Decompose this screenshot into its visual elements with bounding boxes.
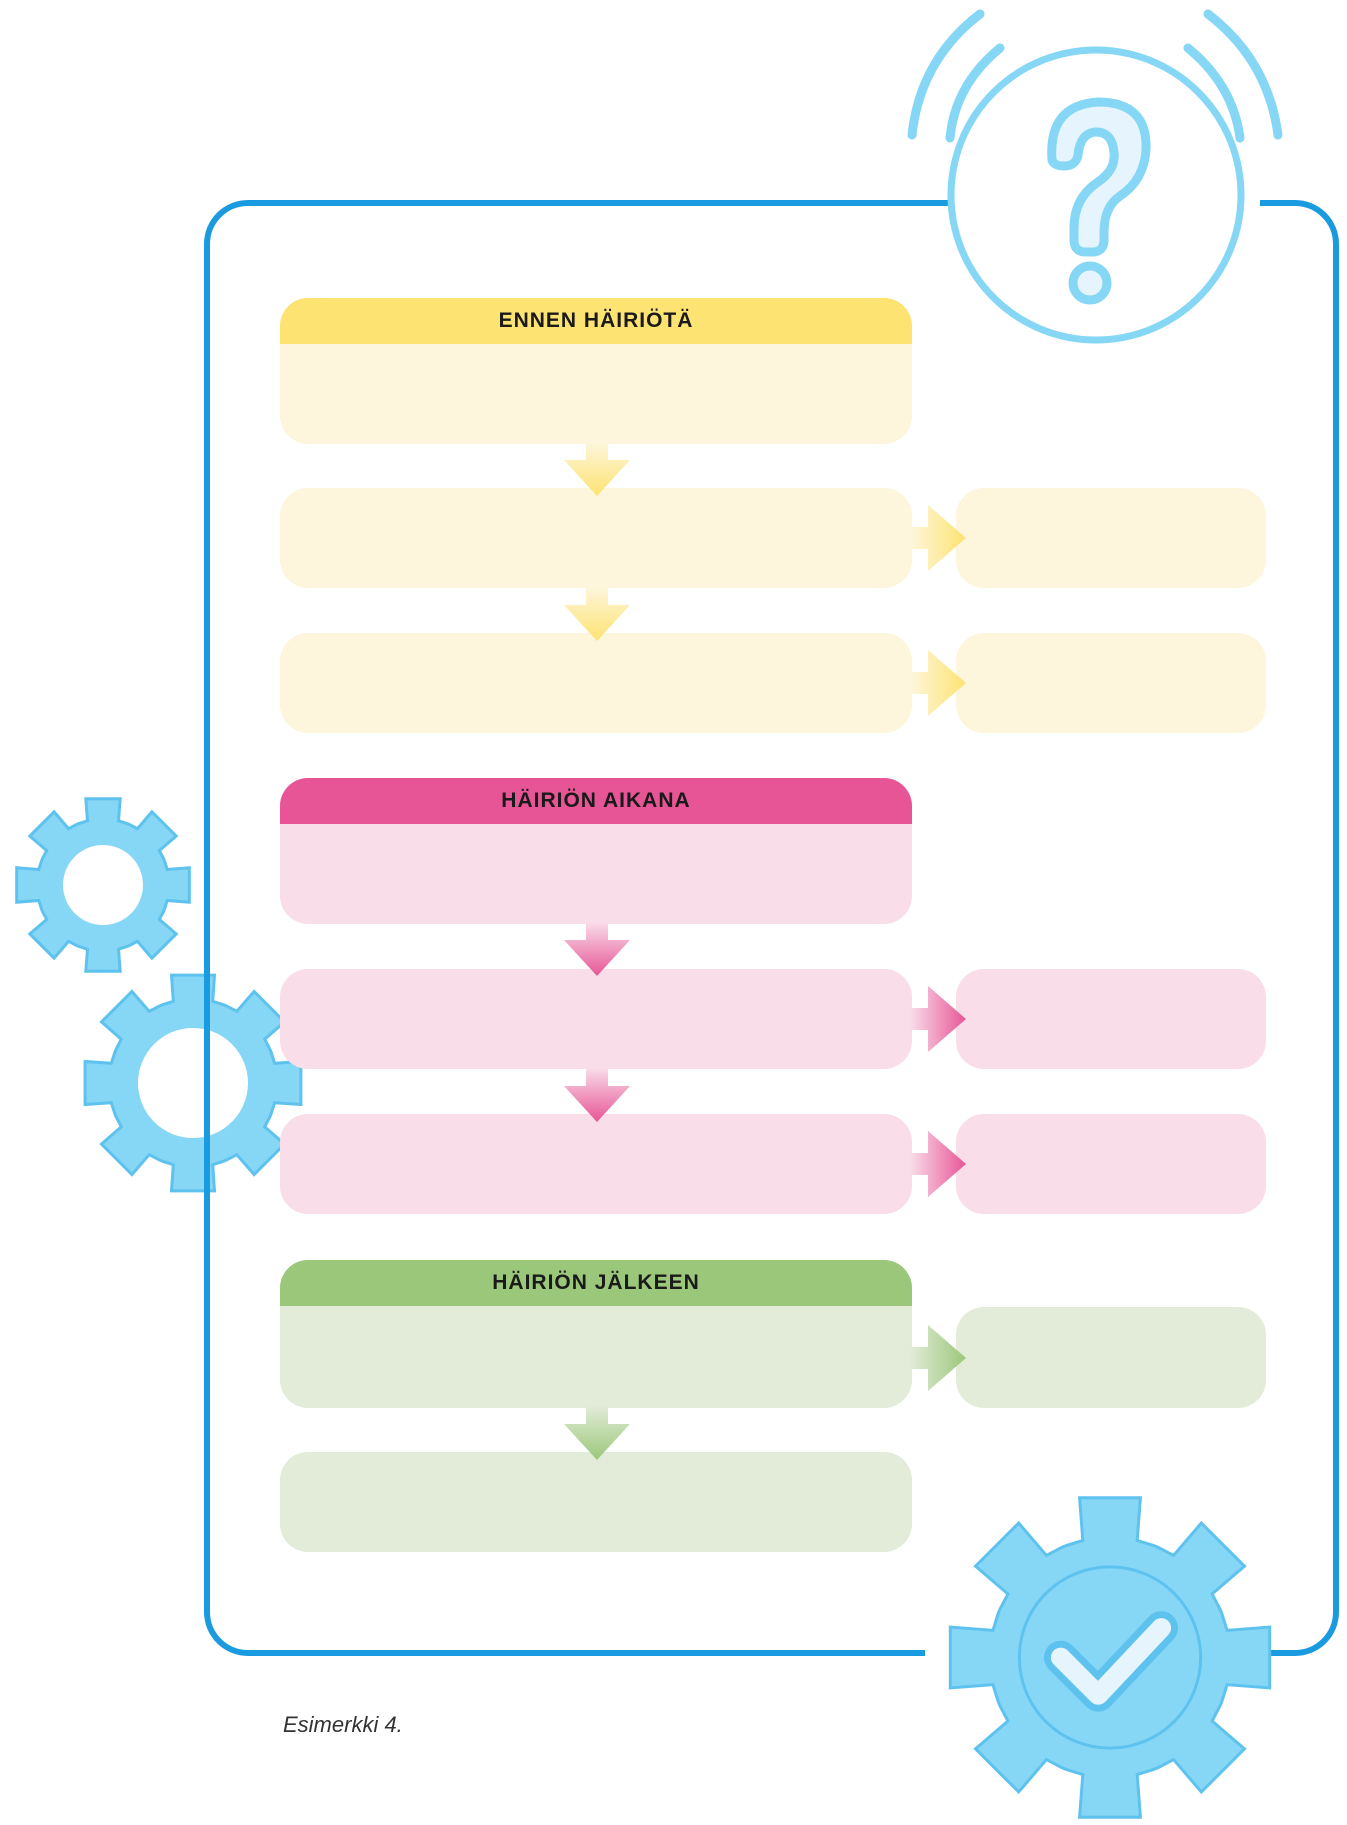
question-bubble-icon	[907, 9, 1283, 344]
figure-caption: Esimerkki 4.	[283, 1712, 403, 1737]
section-before-header-box: ENNEN HÄIRIÖTÄ	[280, 298, 912, 444]
down-arrow-icon	[564, 442, 630, 496]
right-arrow-icon	[910, 1131, 966, 1197]
before-step-2	[280, 488, 912, 588]
during-step-2	[280, 969, 912, 1069]
section-during-header-box: HÄIRIÖN AIKANA	[280, 778, 912, 924]
before-step-2-side	[956, 488, 1266, 588]
right-arrow-icon	[910, 505, 966, 571]
down-arrow-icon	[564, 922, 630, 976]
section-after-title: HÄIRIÖN JÄLKEEN	[280, 1260, 912, 1306]
down-arrow-icon	[564, 1406, 630, 1460]
section-during-title: HÄIRIÖN AIKANA	[280, 778, 912, 824]
small-gear-icon	[15, 797, 191, 973]
after-step-2	[280, 1452, 912, 1552]
section-before-title: ENNEN HÄIRIÖTÄ	[280, 298, 912, 344]
during-step-3	[280, 1114, 912, 1214]
right-arrow-icon	[910, 986, 966, 1052]
medium-gear-icon	[83, 973, 303, 1193]
during-step-3-side	[956, 1114, 1266, 1214]
before-step-3	[280, 633, 912, 733]
down-arrow-icon	[564, 1068, 630, 1122]
section-after-header-box: HÄIRIÖN JÄLKEEN	[280, 1260, 912, 1408]
diagram-frame	[204, 200, 1339, 1656]
during-step-2-side	[956, 969, 1266, 1069]
down-arrow-icon	[564, 587, 630, 641]
before-step-3-side	[956, 633, 1266, 733]
after-step-1-side	[956, 1307, 1266, 1408]
right-arrow-icon	[910, 1325, 966, 1391]
gear-check-icon	[948, 1496, 1272, 1819]
right-arrow-icon	[910, 650, 966, 716]
